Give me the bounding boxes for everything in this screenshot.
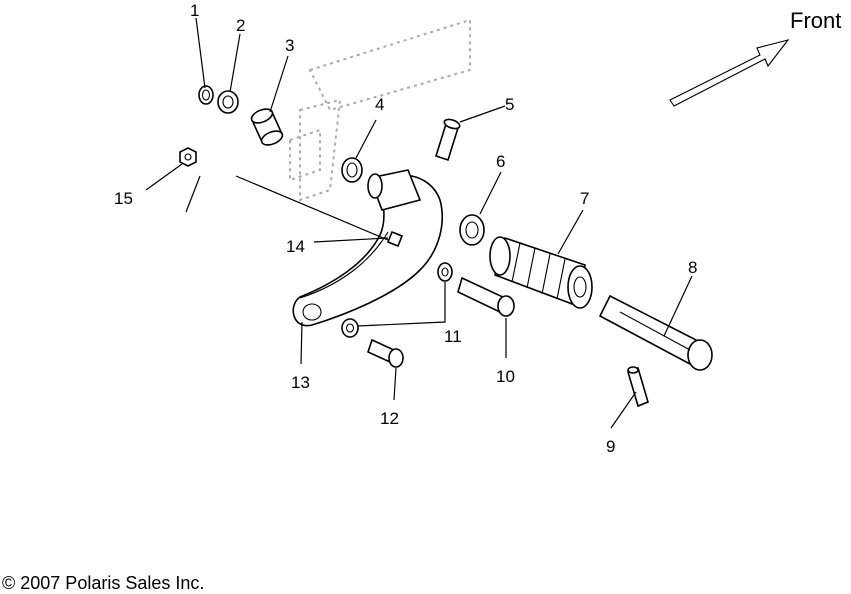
callout-12: 12 xyxy=(380,409,399,428)
part-11-washer-lower xyxy=(341,318,359,338)
callout-6: 6 xyxy=(496,152,505,171)
callout-2: 2 xyxy=(236,16,245,35)
callout-9: 9 xyxy=(606,437,615,456)
callout-14: 14 xyxy=(286,237,305,256)
part-10-bolt xyxy=(457,276,515,317)
part-5-pin xyxy=(435,118,461,162)
front-label: Front xyxy=(790,8,841,33)
part-15-nut xyxy=(179,147,197,167)
part-1-snap-ring xyxy=(198,85,214,105)
part-8-footpeg-pin xyxy=(598,294,713,371)
leader-lines xyxy=(145,17,693,429)
part-4-o-ring xyxy=(341,157,363,183)
callout-4: 4 xyxy=(375,95,384,114)
callout-15: 15 xyxy=(114,189,133,208)
part-2-washer xyxy=(217,90,239,114)
callout-11: 11 xyxy=(444,327,462,346)
front-arrow xyxy=(669,39,790,107)
callout-3: 3 xyxy=(285,36,294,55)
part-3-bushing xyxy=(250,108,284,146)
callout-7: 7 xyxy=(580,189,589,208)
callout-10: 10 xyxy=(496,367,515,386)
part-14-pin xyxy=(386,230,404,248)
part-11-washer-upper xyxy=(437,262,453,282)
callout-13: 13 xyxy=(291,373,310,392)
callout-1: 1 xyxy=(190,1,199,20)
part-7-grip xyxy=(489,236,593,309)
polaris-watermark xyxy=(289,18,471,202)
part-13-footpeg-arm xyxy=(292,169,443,327)
callout-5: 5 xyxy=(505,95,514,114)
copyright-text: © 2007 Polaris Sales Inc. xyxy=(2,573,204,593)
part-6-washer xyxy=(459,214,485,246)
callout-8: 8 xyxy=(688,258,697,277)
part-12-bolt xyxy=(367,338,404,368)
